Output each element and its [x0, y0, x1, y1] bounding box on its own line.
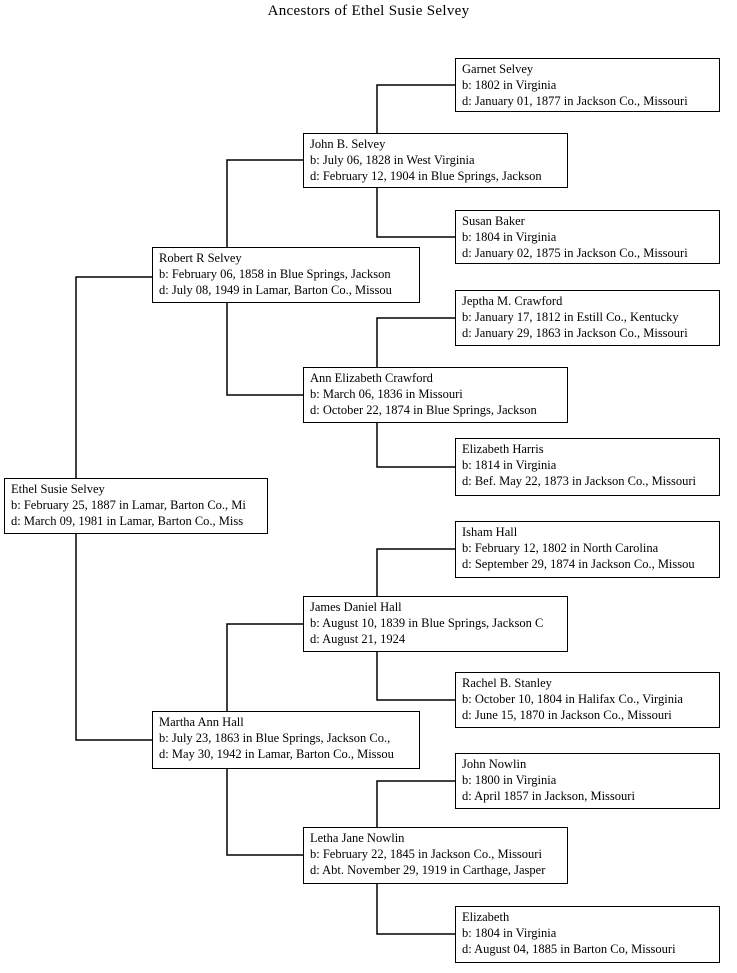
death-line: d: January 02, 1875 in Jackson Co., Miss… — [462, 245, 688, 260]
death-line: d: April 1857 in Jackson, Missouri — [462, 788, 635, 803]
birth-line: b: 1800 in Virginia — [462, 772, 557, 787]
birth-line: b: July 06, 1828 in West Virginia — [310, 152, 475, 167]
person-name: Letha Jane Nowlin — [310, 831, 405, 845]
connector-ann-jeptha — [376, 317, 455, 367]
person-name: Rachel B. Stanley — [462, 676, 552, 690]
connector-ethel-robert — [75, 276, 152, 478]
death-line: d: January 01, 1877 in Jackson Co., Miss… — [462, 93, 688, 108]
death-line: d: July 08, 1949 in Lamar, Barton Co., M… — [159, 282, 392, 297]
person-box-john-b-selvey[interactable]: John B. Selvey b: July 06, 1828 in West … — [303, 133, 568, 188]
birth-line: b: March 06, 1836 in Missouri — [310, 386, 463, 401]
person-box-letha-jane-nowlin[interactable]: Letha Jane Nowlin b: February 22, 1845 i… — [303, 827, 568, 884]
person-box-jeptha-crawford[interactable]: Jeptha M. Crawford b: January 17, 1812 i… — [455, 290, 720, 346]
birth-line: b: 1814 in Virginia — [462, 457, 557, 472]
person-box-ethel-susie-selvey[interactable]: Ethel Susie Selvey b: February 25, 1887 … — [4, 478, 268, 534]
connector-robert-johnb — [226, 159, 303, 247]
person-box-robert-r-selvey[interactable]: Robert R Selvey b: February 06, 1858 in … — [152, 247, 420, 303]
connector-martha-letha — [226, 769, 303, 856]
death-line: d: August 04, 1885 in Barton Co, Missour… — [462, 941, 676, 956]
connector-ann-harris — [376, 423, 455, 468]
death-line: d: February 12, 1904 in Blue Springs, Ja… — [310, 168, 542, 183]
connector-martha-james — [226, 623, 303, 711]
death-line: d: September 29, 1874 in Jackson Co., Mi… — [462, 556, 695, 571]
connector-letha-johnnowlin — [376, 780, 455, 827]
birth-line: b: February 25, 1887 in Lamar, Barton Co… — [11, 497, 246, 512]
person-name: Ann Elizabeth Crawford — [310, 371, 433, 385]
person-box-james-daniel-hall[interactable]: James Daniel Hall b: August 10, 1839 in … — [303, 596, 568, 652]
connector-robert-ann — [226, 303, 303, 396]
connector-johnb-susan — [376, 188, 455, 238]
person-name: James Daniel Hall — [310, 600, 402, 614]
death-line: d: October 22, 1874 in Blue Springs, Jac… — [310, 402, 537, 417]
birth-line: b: 1804 in Virginia — [462, 229, 557, 244]
birth-line: b: 1802 in Virginia — [462, 77, 557, 92]
person-box-martha-ann-hall[interactable]: Martha Ann Hall b: July 23, 1863 in Blue… — [152, 711, 420, 769]
person-box-isham-hall[interactable]: Isham Hall b: February 12, 1802 in North… — [455, 521, 720, 578]
death-line: d: June 15, 1870 in Jackson Co., Missour… — [462, 707, 672, 722]
person-box-rachel-stanley[interactable]: Rachel B. Stanley b: October 10, 1804 in… — [455, 672, 720, 728]
death-line: d: May 30, 1942 in Lamar, Barton Co., Mi… — [159, 746, 394, 761]
person-name: Susan Baker — [462, 214, 525, 228]
person-name: Elizabeth Harris — [462, 442, 544, 456]
person-name: Jeptha M. Crawford — [462, 294, 563, 308]
birth-line: b: August 10, 1839 in Blue Springs, Jack… — [310, 615, 544, 630]
birth-line: b: 1804 in Virginia — [462, 925, 557, 940]
person-box-susan-baker[interactable]: Susan Baker b: 1804 in Virginia d: Janua… — [455, 210, 720, 264]
person-box-garnet-selvey[interactable]: Garnet Selvey b: 1802 in Virginia d: Jan… — [455, 58, 720, 112]
birth-line: b: January 17, 1812 in Estill Co., Kentu… — [462, 309, 679, 324]
person-name: John Nowlin — [462, 757, 527, 771]
birth-line: b: February 22, 1845 in Jackson Co., Mis… — [310, 846, 542, 861]
person-box-elizabeth[interactable]: Elizabeth b: 1804 in Virginia d: August … — [455, 906, 720, 963]
connector-james-isham — [376, 548, 455, 596]
connector-letha-elizabeth — [376, 884, 455, 935]
person-name: Elizabeth — [462, 910, 510, 924]
connector-james-rachel — [376, 652, 455, 701]
person-name: John B. Selvey — [310, 137, 386, 151]
birth-line: b: October 10, 1804 in Halifax Co., Virg… — [462, 691, 683, 706]
person-name: Garnet Selvey — [462, 62, 534, 76]
death-line: d: Abt. November 29, 1919 in Carthage, J… — [310, 862, 546, 877]
connector-johnb-garnet — [376, 84, 455, 133]
death-line: d: August 21, 1924 — [310, 631, 406, 646]
person-name: Isham Hall — [462, 525, 518, 539]
birth-line: b: February 06, 1858 in Blue Springs, Ja… — [159, 266, 391, 281]
person-box-ann-elizabeth-crawford[interactable]: Ann Elizabeth Crawford b: March 06, 1836… — [303, 367, 568, 423]
birth-line: b: February 12, 1802 in North Carolina — [462, 540, 659, 555]
birth-line: b: July 23, 1863 in Blue Springs, Jackso… — [159, 730, 391, 745]
chart-title: Ancestors of Ethel Susie Selvey — [267, 3, 470, 19]
death-line: d: March 09, 1981 in Lamar, Barton Co., … — [11, 513, 244, 528]
person-name: Martha Ann Hall — [159, 715, 244, 729]
person-box-elizabeth-harris[interactable]: Elizabeth Harris b: 1814 in Virginia d: … — [455, 438, 720, 496]
death-line: d: Bef. May 22, 1873 in Jackson Co., Mis… — [462, 473, 697, 488]
connector-ethel-martha — [75, 534, 152, 741]
death-line: d: January 29, 1863 in Jackson Co., Miss… — [462, 325, 688, 340]
person-name: Ethel Susie Selvey — [11, 482, 105, 496]
person-name: Robert R Selvey — [159, 251, 242, 265]
person-box-john-nowlin[interactable]: John Nowlin b: 1800 in Virginia d: April… — [455, 753, 720, 809]
